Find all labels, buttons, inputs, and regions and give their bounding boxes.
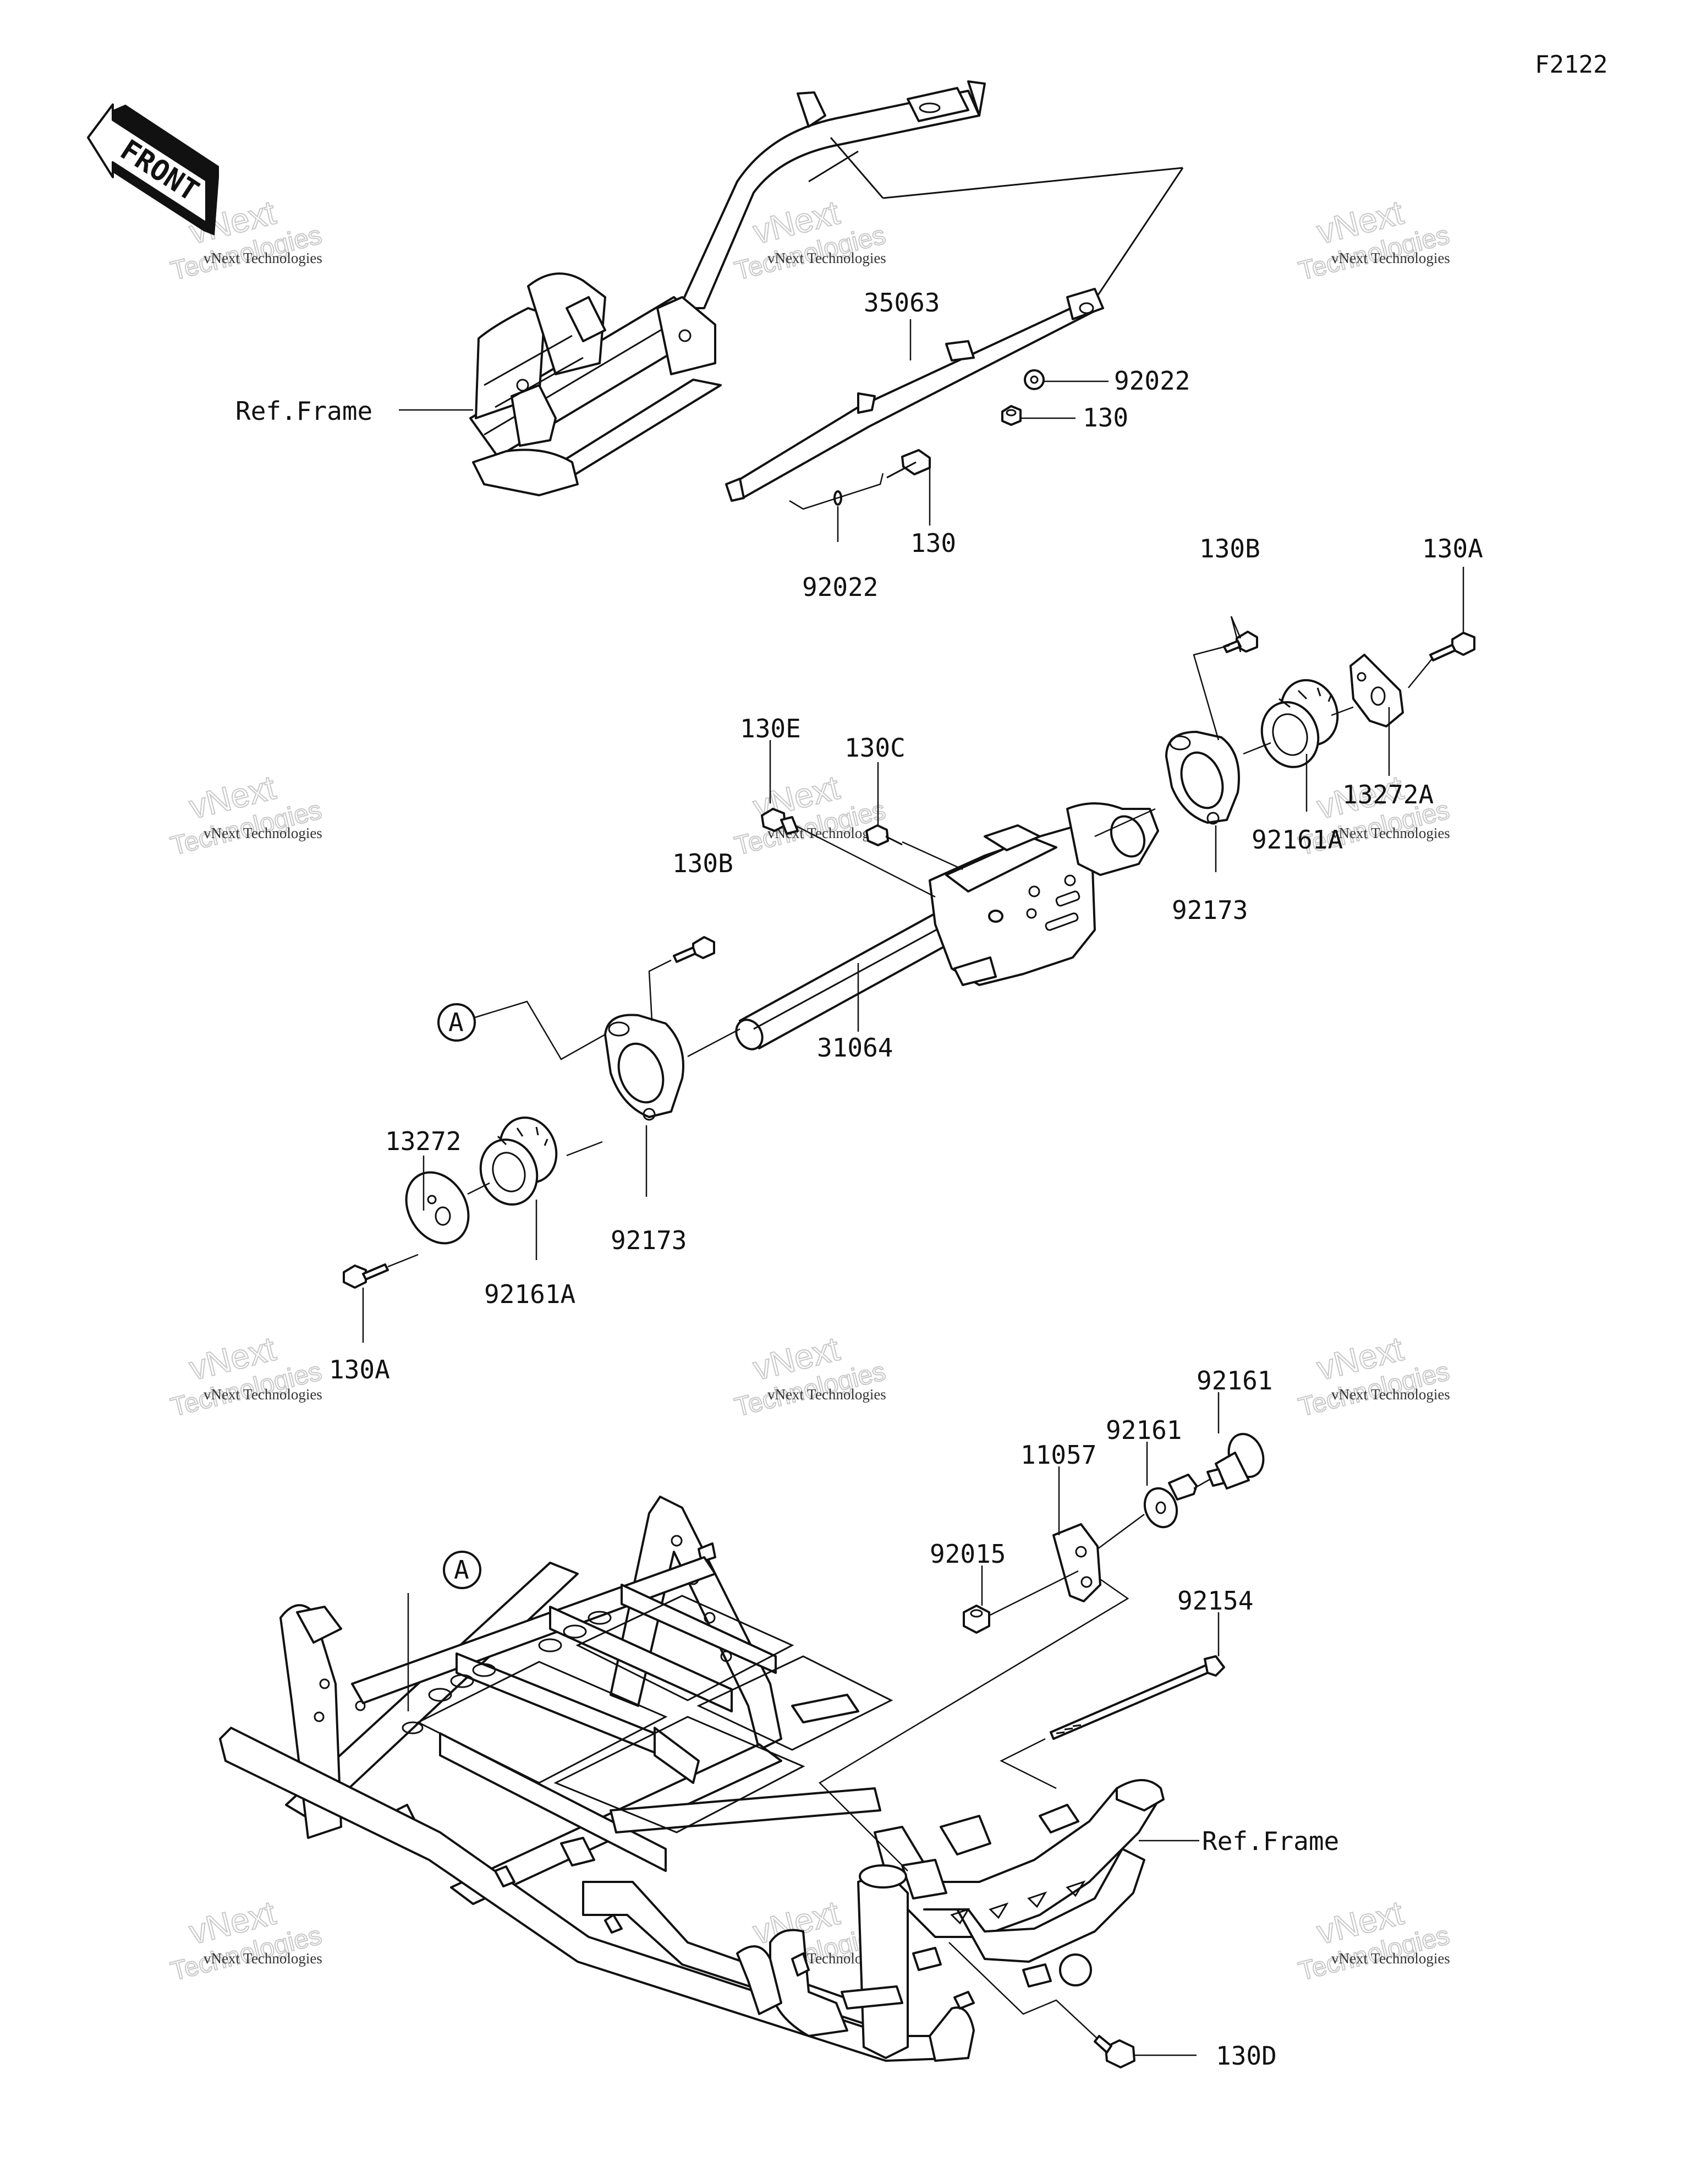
crossmember-35063 <box>725 288 1104 502</box>
label-13272A: 13272A <box>1342 780 1434 809</box>
watermark-text: vNext Technologies <box>767 250 886 266</box>
callout-a-text: A <box>454 1555 469 1585</box>
bracket-11057 <box>1052 1523 1101 1602</box>
bushing-92161-top <box>1206 1433 1265 1490</box>
bolt-130E <box>761 808 799 835</box>
label-11057: 11057 <box>1020 1440 1096 1470</box>
watermark-text: vNext Technologies <box>1331 825 1450 841</box>
label-92161A-left: 92161A <box>484 1279 575 1309</box>
label-92022-bottom: 92022 <box>802 572 878 602</box>
watermark-text: vNext Technologies <box>1331 1950 1450 1967</box>
watermark-text: vNext Technologies <box>767 1386 886 1403</box>
nut-92015 <box>963 1605 990 1634</box>
clamp-92173-left <box>604 1014 684 1121</box>
label-130-right: 130 <box>1083 403 1128 433</box>
watermark-text: vNext Technologies <box>204 250 322 266</box>
washer-92022-right <box>1024 369 1045 390</box>
plate-13272A <box>1349 654 1404 727</box>
bolt-130B-left <box>673 936 715 963</box>
plate-13272 <box>405 1171 470 1245</box>
label-92161-mid: 92161 <box>1106 1415 1182 1445</box>
label-92173-right: 92173 <box>1172 895 1248 925</box>
gearcase-housing <box>929 802 1159 986</box>
ref-frame-bottom-assembly <box>219 1496 1165 2062</box>
bushing-92161A-right <box>1260 679 1339 768</box>
label-130-bottom: 130 <box>910 528 956 558</box>
bushing-92161-mid <box>1143 1474 1198 1529</box>
label-13272: 13272 <box>385 1126 461 1156</box>
callout-a-top: A <box>437 1003 476 1042</box>
label-130E: 130E <box>740 714 801 743</box>
label-130B-right: 130B <box>1199 534 1260 563</box>
clamp-92173-right <box>1165 731 1240 825</box>
watermark-text: vNext Technologies <box>204 1386 322 1403</box>
label-35063: 35063 <box>864 288 940 318</box>
label-ref-frame-top: Ref.Frame <box>235 396 372 426</box>
bolt-130A-left <box>343 1263 389 1289</box>
bolt-130-bottom <box>886 449 931 479</box>
nut-130-right <box>1001 405 1022 426</box>
ref-frame-top-assembly <box>469 80 1184 496</box>
label-92173-left: 92173 <box>611 1225 687 1255</box>
bolt-130D <box>1094 2035 1135 2068</box>
watermark-1: vNext Technologies <box>167 193 325 287</box>
watermark-text: vNext Technologies <box>204 825 322 841</box>
label-130A-left: 130A <box>329 1355 390 1384</box>
label-130A-right: 130A <box>1422 534 1483 563</box>
bushing-92161A-left <box>479 1116 558 1206</box>
diagram-code: F2122 <box>1535 51 1607 79</box>
label-92022-right: 92022 <box>1114 366 1190 396</box>
label-92161-top: 92161 <box>1197 1366 1272 1395</box>
callout-a-bottom: A <box>443 1551 481 1589</box>
bolt-92154 <box>1050 1655 1225 1740</box>
callout-a-text: A <box>448 1008 464 1037</box>
watermark-text: vNext Technologies <box>1331 250 1450 266</box>
label-92154: 92154 <box>1177 1586 1253 1616</box>
front-arrow-icon: FRONT <box>87 103 219 236</box>
label-ref-frame-bottom: Ref.Frame <box>1202 1826 1339 1856</box>
label-130C: 130C <box>844 733 906 763</box>
label-92015: 92015 <box>930 1539 1006 1569</box>
watermark-text: vNext Technologies <box>1331 1386 1450 1403</box>
bolt-130B-right <box>1223 631 1258 653</box>
bolt-130A-right <box>1429 632 1475 661</box>
label-130B-left: 130B <box>672 849 733 878</box>
label-31064: 31064 <box>817 1033 893 1063</box>
label-130D: 130D <box>1216 2041 1277 2071</box>
bolt-130C <box>865 824 903 846</box>
label-92161A-right: 92161A <box>1252 825 1343 855</box>
watermark-text: vNext Technologies <box>204 1950 322 1967</box>
